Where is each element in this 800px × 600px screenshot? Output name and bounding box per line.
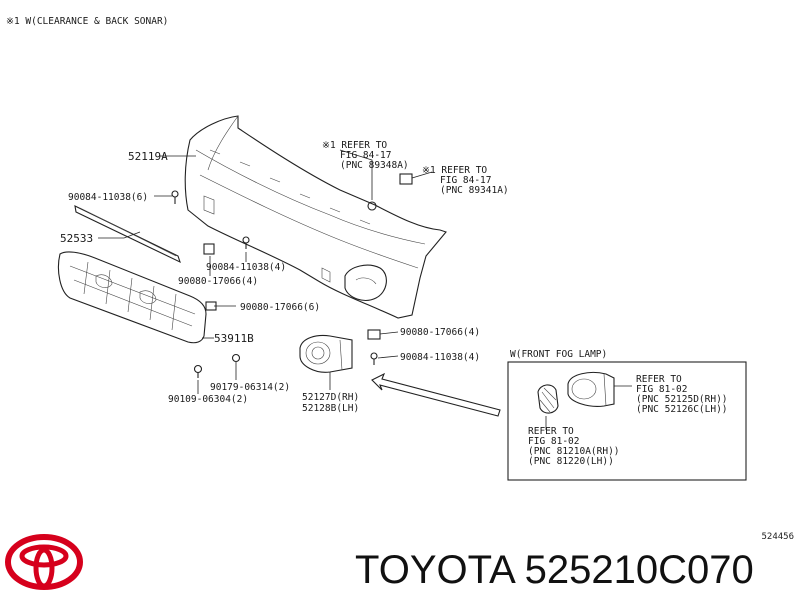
label-52533: 52533 <box>60 232 93 245</box>
label-90084-11038-4b: 90084-11038(4) <box>400 352 480 363</box>
bumper-cover <box>184 115 447 319</box>
label-90080-17066-6: 90080-17066(6) <box>240 302 320 313</box>
svg-text:REFER TO: REFER TO <box>636 374 682 385</box>
label-53911B: 53911B <box>214 332 254 345</box>
label-90084-11038-4a: 90084-11038(4) <box>206 262 286 273</box>
bumper-strip <box>74 205 181 264</box>
label-52128B: 52128B(LH) <box>302 403 359 414</box>
leader-lines <box>98 149 433 394</box>
fog-box-title: W(FRONT FOG LAMP) <box>510 349 607 360</box>
svg-text:REFER TO: REFER TO <box>528 426 574 437</box>
label-90080-17066-4a: 90080-17066(4) <box>178 276 258 287</box>
lower-skid <box>57 251 207 344</box>
svg-text:(PNC 89348A): (PNC 89348A) <box>340 160 409 171</box>
label-90179-06314: 90179-06314(2) <box>210 382 290 393</box>
svg-text:FIG 81-02: FIG 81-02 <box>528 436 579 447</box>
toyota-logo-icon <box>5 534 83 590</box>
svg-text:(PNC 81210A(RH)): (PNC 81210A(RH)) <box>528 446 620 457</box>
label-52119A: 52119A <box>128 150 168 163</box>
label-90109-06304: 90109-06304(2) <box>168 394 248 405</box>
refer-block-89348A: ※1 REFER TO FIG 84-17 (PNC 89348A) <box>322 140 409 171</box>
direction-arrow <box>371 372 501 417</box>
svg-text:FIG 84-17: FIG 84-17 <box>340 150 391 161</box>
svg-text:(PNC 52126C(LH)): (PNC 52126C(LH)) <box>636 404 728 415</box>
label-52127D: 52127D(RH) <box>302 392 359 403</box>
part-number-title: TOYOTA 525210C070 <box>355 548 754 592</box>
svg-text:※1 REFER TO: ※1 REFER TO <box>422 165 487 176</box>
diagram-code: 524456 <box>761 532 794 542</box>
svg-text:(PNC 89341A): (PNC 89341A) <box>440 185 509 196</box>
fog-lamp-assembly <box>299 334 353 373</box>
fog-lamp-inset: W(FRONT FOG LAMP) REFER TO FIG 81-02 (PN… <box>507 349 747 481</box>
svg-text:(PNC 81220(LH)): (PNC 81220(LH)) <box>528 456 614 467</box>
svg-text:FIG 81-02: FIG 81-02 <box>636 384 687 395</box>
svg-text:※1 REFER TO: ※1 REFER TO <box>322 140 387 151</box>
svg-text:FIG 84-17: FIG 84-17 <box>440 175 491 186</box>
label-90084-11038-6: 90084-11038(6) <box>68 192 148 203</box>
header-note: ※1 W(CLEARANCE & BACK SONAR) <box>6 16 168 27</box>
refer-block-89341A: ※1 REFER TO FIG 84-17 (PNC 89341A) <box>422 165 509 196</box>
label-90080-17066-4b: 90080-17066(4) <box>400 327 480 338</box>
svg-text:(PNC 52125D(RH)): (PNC 52125D(RH)) <box>636 394 728 405</box>
fasteners <box>171 173 413 378</box>
